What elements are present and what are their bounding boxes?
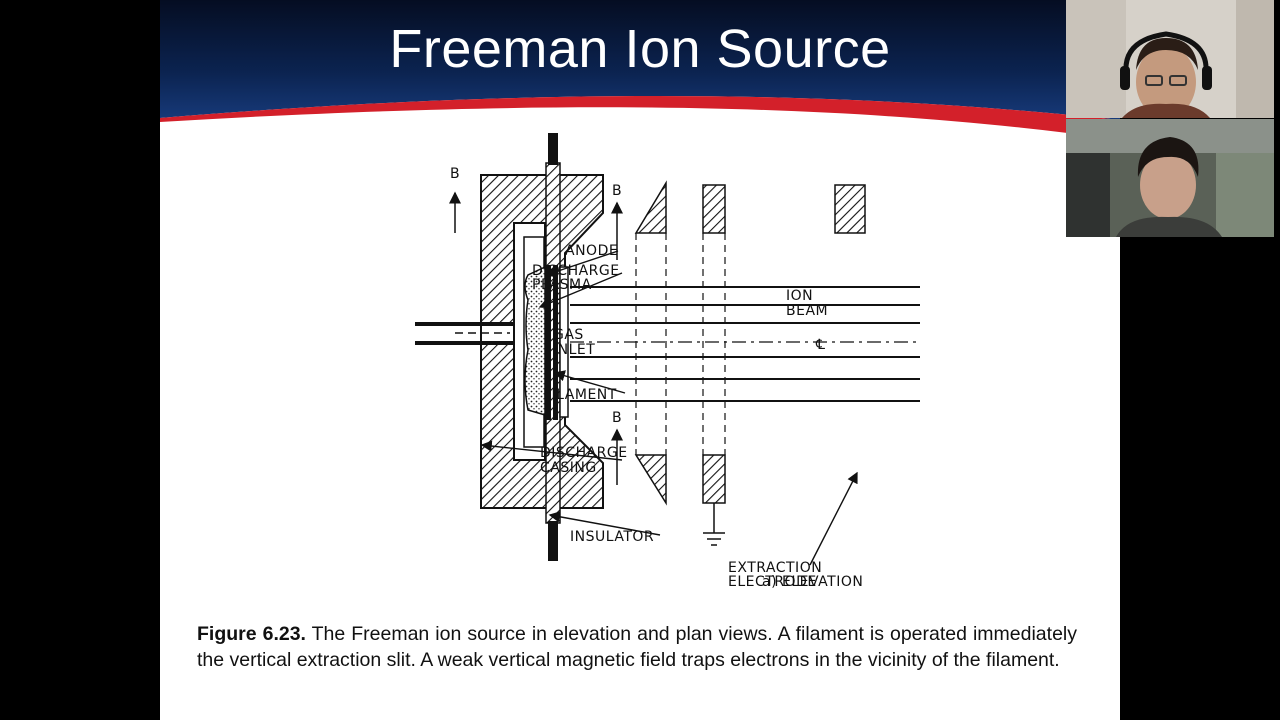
label-elevation: a) ELEVATION [762, 574, 863, 590]
label-extraction-2: ELECTRODE [728, 574, 817, 590]
freeman-ion-source-diagram: B B B ANODE DISCHARGE PLASMA GAS INLET F… [415, 133, 920, 590]
label-gas-inlet-1: GAS [553, 327, 584, 343]
label-discharge-plasma-1: DISCHARGE [532, 263, 620, 279]
label-b-bottom: B [612, 410, 622, 426]
participant-video-2[interactable] [1066, 119, 1274, 237]
label-discharge-plasma-2: PLASMA [532, 277, 592, 293]
label-extraction-1: EXTRACTION [728, 560, 822, 576]
label-insulator: INSULATOR [570, 529, 654, 545]
label-filament: FILAMENT [543, 387, 617, 403]
person-avatar-icon [1066, 119, 1274, 237]
slide-header-banner [160, 0, 1120, 140]
figure-caption: Figure 6.23. The Freeman ion source in e… [197, 622, 1077, 673]
label-ion-beam-1: ION [786, 288, 813, 304]
extraction-electrode-bottom [634, 454, 667, 506]
label-centerline: ℄ [815, 337, 826, 353]
label-discharge-casing-2: CASING [540, 460, 597, 476]
extraction-electrode-top [834, 184, 866, 234]
presentation-slide: Freeman Ion Source [160, 0, 1120, 720]
label-b-left: B [450, 166, 460, 182]
figure-number: Figure 6.23. [197, 623, 306, 645]
filament-rod [553, 265, 558, 420]
ground-electrode-top [702, 184, 726, 234]
label-gas-inlet-2: INLET [553, 342, 595, 358]
label-ion-beam-2: BEAM [786, 303, 828, 319]
participant-video-1[interactable] [1066, 0, 1274, 118]
ground-electrode-bottom [702, 454, 726, 504]
label-anode: ANODE [565, 243, 618, 259]
label-b-right: B [612, 183, 622, 199]
person-avatar-icon [1066, 0, 1274, 118]
caption-text: The Freeman ion source in elevation and … [197, 623, 1077, 671]
anode [545, 265, 551, 420]
slide-title: Freeman Ion Source [389, 19, 891, 79]
label-discharge-casing-1: DISCHARGE [540, 445, 628, 461]
